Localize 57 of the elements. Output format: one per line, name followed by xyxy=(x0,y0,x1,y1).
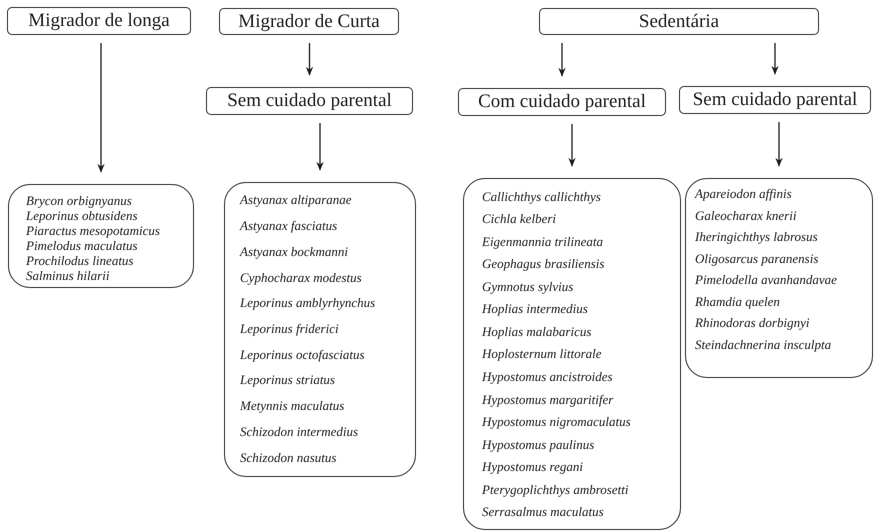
species-name: Iheringichthys labrosus xyxy=(695,229,818,244)
species-name: Astyanax fasciatus xyxy=(240,218,338,234)
species-name: Apareiodon affinis xyxy=(695,186,792,202)
species-name: Hoplosternum littorale xyxy=(482,346,602,362)
species-name: Schizodon nasutus xyxy=(240,450,336,465)
species-name: Metynnis maculatus xyxy=(240,398,344,414)
species-name: Piaractus mesopotamicus xyxy=(26,223,160,238)
species-name: Rhinodoras dorbignyi xyxy=(695,315,810,330)
species-name: Rhamdia quelen xyxy=(695,294,780,309)
arrow xyxy=(316,123,324,171)
species-name: Leporinus friderici xyxy=(240,320,339,336)
species-name: Hypostomus paulinus xyxy=(482,436,594,452)
category-box: Sem cuidado parental xyxy=(206,87,413,115)
arrow xyxy=(558,43,566,77)
category-box: Sem cuidado parental xyxy=(679,86,871,114)
category-box: Sedentária xyxy=(539,8,819,35)
species-name: Oligosarcus paranensis xyxy=(695,250,818,266)
species-name: Hoplias malabaricus xyxy=(482,324,592,339)
species-name: Geophagus brasiliensis xyxy=(482,256,604,272)
species-name: Prochilodus lineatus xyxy=(26,253,134,268)
species-name: Hypostomus ancistroides xyxy=(482,369,613,384)
species-name: Callichthys callichthys xyxy=(482,188,601,204)
species-name: Schizodon intermedius xyxy=(240,424,358,439)
arrow xyxy=(306,43,314,76)
species-list-box xyxy=(8,184,194,288)
category-box: Migrador de longa xyxy=(7,7,191,35)
arrow xyxy=(775,122,783,167)
species-name: Leporinus octofasciatus xyxy=(240,346,365,362)
species-name: Serrasalmus maculatus xyxy=(482,504,604,520)
species-name: Pterygoplichthys ambrosetti xyxy=(482,482,628,497)
species-name: Pimelodella avanhandavae xyxy=(695,272,837,288)
species-name: Brycon orbignyanus xyxy=(26,193,132,208)
category-box: Migrador de Curta xyxy=(219,8,399,35)
species-name: Galeocharax knerii xyxy=(695,208,796,223)
species-name: Hypostomus margaritifer xyxy=(482,392,614,407)
species-name: Astyanax bockmanni xyxy=(240,244,348,259)
species-name: Cyphocharax modestus xyxy=(240,270,362,285)
species-name: Steindachnerina insculpta xyxy=(695,336,832,352)
species-list-box xyxy=(463,178,681,530)
arrow xyxy=(771,43,779,75)
species-name: Salminus hilarii xyxy=(26,268,110,283)
arrow xyxy=(97,43,105,173)
species-name: Hypostomus regani xyxy=(482,459,583,474)
species-name: Leporinus striatus xyxy=(240,372,335,388)
species-name: Hypostomus nigromaculatus xyxy=(482,414,631,430)
species-name: Cichla kelberi xyxy=(482,211,556,226)
species-name: Leporinus amblyrhynchus xyxy=(240,295,376,310)
species-name: Astyanax altiparanae xyxy=(240,192,352,208)
species-name: Gymnotus sylvius xyxy=(482,278,574,294)
species-list-box xyxy=(685,178,873,378)
species-list-box xyxy=(224,182,416,477)
arrow xyxy=(568,124,576,167)
species-name: Pimelodus maculatus xyxy=(26,238,138,253)
species-name: Hoplias intermedius xyxy=(482,301,588,316)
species-name: Leporinus obtusidens xyxy=(26,208,138,223)
category-box: Com cuidado parental xyxy=(458,88,666,116)
species-name: Eigenmannia trilineata xyxy=(482,234,603,249)
